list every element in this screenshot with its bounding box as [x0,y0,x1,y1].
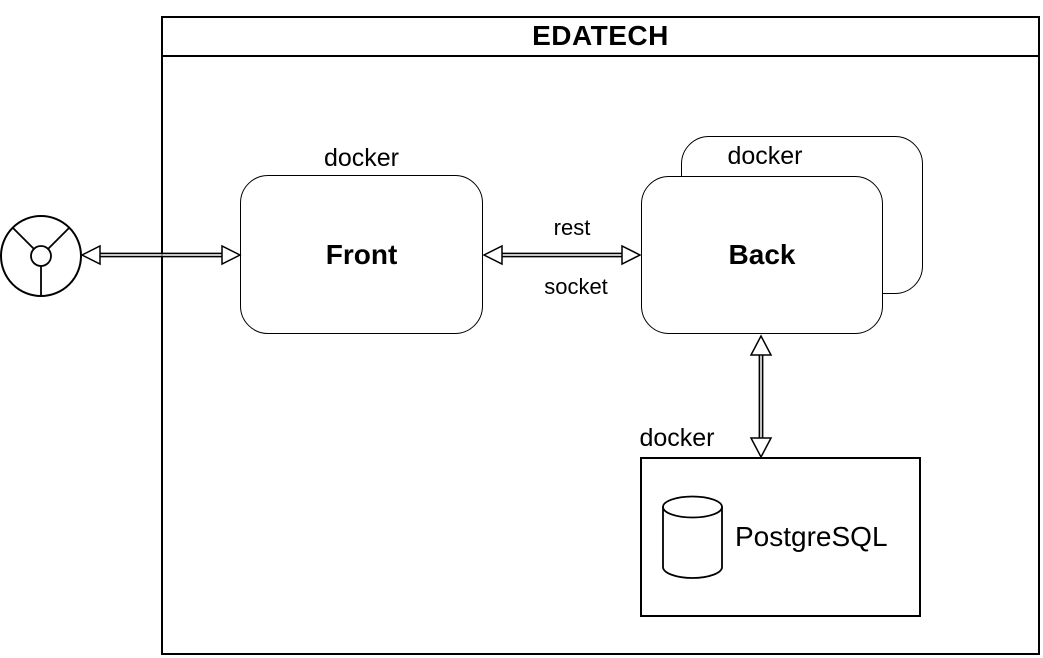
back-node: Back [641,176,883,334]
database-docker-label: docker [639,424,715,452]
front-node: Front [240,175,483,334]
page-title: EDATECH [161,16,1040,57]
back-node-label: Back [728,239,796,270]
back-docker-label: docker [727,142,803,170]
front-node-label: Front [325,238,398,270]
database-cylinder-icon [662,495,723,579]
client-wheel-icon [0,215,82,297]
front-docker-label: docker [323,144,400,172]
edge-label-rest: rest [553,215,591,240]
database-node: PostgreSQL [640,457,921,617]
edge-label-socket: socket [544,274,608,299]
database-node-label: PostgreSQL [735,521,888,552]
